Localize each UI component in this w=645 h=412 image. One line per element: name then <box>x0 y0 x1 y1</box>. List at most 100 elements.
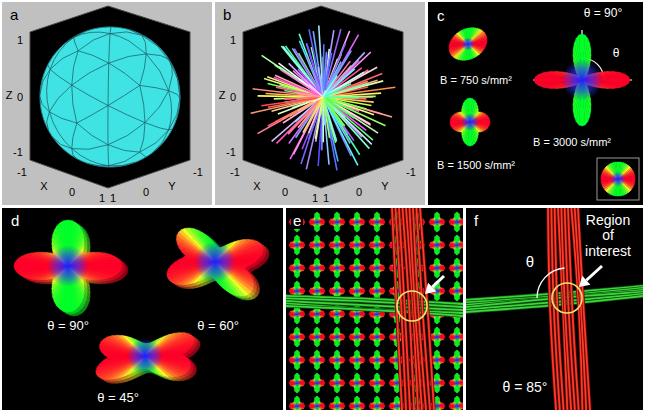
gradient-directions <box>323 97 373 140</box>
color-key <box>597 158 639 200</box>
gradient-directions <box>322 97 323 150</box>
gradient-directions <box>261 97 323 106</box>
odf-glyph <box>329 396 345 410</box>
odf-glyph <box>329 327 345 347</box>
odf-glyph <box>601 162 635 196</box>
odf-glyph <box>353 379 360 386</box>
odf-glyph <box>333 379 340 386</box>
odf-glyph <box>333 264 340 271</box>
panel-letter: c <box>435 7 447 24</box>
gradient-directions <box>323 97 369 149</box>
gradient-directions <box>309 29 323 97</box>
gradient-directions <box>298 97 323 128</box>
odf-glyph <box>369 212 385 232</box>
odf-glyph <box>353 218 360 225</box>
odf-glyph <box>333 241 340 248</box>
figure-panel: b <box>215 2 425 205</box>
gradient-directions <box>307 44 323 97</box>
odf-glyph <box>333 287 340 294</box>
gradient-directions <box>323 62 341 97</box>
gradient-directions <box>323 69 355 97</box>
odf-glyph <box>313 356 320 363</box>
figure-panel: c <box>428 2 643 205</box>
panel-illustration <box>286 208 463 410</box>
odf-glyph <box>353 402 360 409</box>
odf-glyph <box>449 28 487 61</box>
panel-illustration <box>428 2 643 205</box>
axes-box <box>243 6 403 188</box>
geodesic-sphere <box>40 27 180 167</box>
figure-panel: e <box>286 208 463 410</box>
gradient-directions <box>323 96 358 98</box>
panel-illustration <box>243 6 403 188</box>
gradient-directions <box>323 96 376 98</box>
odf-glyph <box>333 310 340 317</box>
odf-glyph <box>313 264 320 271</box>
odf-glyph <box>353 310 360 317</box>
odf-glyph <box>96 333 194 380</box>
odf-glyph <box>289 235 305 255</box>
gradient-directions <box>323 91 325 97</box>
panel-illustration <box>215 2 425 205</box>
panel-illustration <box>2 208 283 410</box>
odf-glyph <box>329 235 345 255</box>
gradient-directions <box>306 43 323 97</box>
odf-glyph <box>333 356 340 363</box>
panel-illustration <box>14 220 269 383</box>
odf-glyph <box>127 338 163 374</box>
gradient-directions <box>294 49 323 97</box>
odf-glyph <box>313 379 320 386</box>
gradient-directions <box>284 97 323 99</box>
odf-glyph <box>313 310 320 317</box>
gradient-directions <box>303 97 323 133</box>
odf-glyph <box>349 350 365 370</box>
odf-glyph <box>309 212 325 232</box>
gradient-directions <box>313 97 323 102</box>
figure-panel: a <box>2 2 212 205</box>
odf-glyph <box>333 402 340 409</box>
odf-glyph <box>329 373 345 393</box>
odf-glyph <box>349 212 365 232</box>
odf-glyph <box>289 396 305 410</box>
odf-glyph <box>353 241 360 248</box>
panel-illustration <box>286 208 463 410</box>
odf-glyph <box>534 34 630 126</box>
odf-glyph <box>194 241 235 282</box>
gradient-directions <box>309 97 323 133</box>
odf-glyph <box>170 230 266 298</box>
odf-glyph <box>349 373 365 393</box>
gradient-directions <box>293 97 323 154</box>
odf-glyph <box>461 37 475 51</box>
odf-glyph <box>309 327 325 347</box>
gradient-directions <box>293 71 323 97</box>
odf-glyph <box>289 350 305 370</box>
geodesic-sphere <box>40 27 180 167</box>
gradient-directions <box>323 96 340 98</box>
odf-glyph <box>353 264 360 271</box>
odf-glyph <box>349 396 365 410</box>
odf-glyph <box>14 220 122 312</box>
gradient-directions <box>309 85 323 97</box>
odf-glyph <box>561 59 602 100</box>
odf-glyph <box>309 373 325 393</box>
gradient-directions <box>323 43 345 97</box>
odf-glyph <box>293 356 300 363</box>
odf-glyph <box>313 402 320 409</box>
panel-illustration <box>30 6 190 188</box>
odf-glyph <box>293 310 300 317</box>
odf-glyph <box>313 287 320 294</box>
gradient-directions <box>323 76 337 97</box>
odf-glyph <box>329 350 345 370</box>
odf-glyph <box>293 264 300 271</box>
odf-glyph <box>309 396 325 410</box>
odf-glyph <box>313 241 320 248</box>
odf-glyph <box>349 235 365 255</box>
odf-glyph <box>309 350 325 370</box>
odf-glyph <box>309 235 325 255</box>
gradient-directions <box>323 97 372 144</box>
odf-glyph <box>313 218 320 225</box>
gradient-directions <box>323 97 358 165</box>
odf-glyph <box>293 241 300 248</box>
gradient-directions <box>323 97 334 109</box>
